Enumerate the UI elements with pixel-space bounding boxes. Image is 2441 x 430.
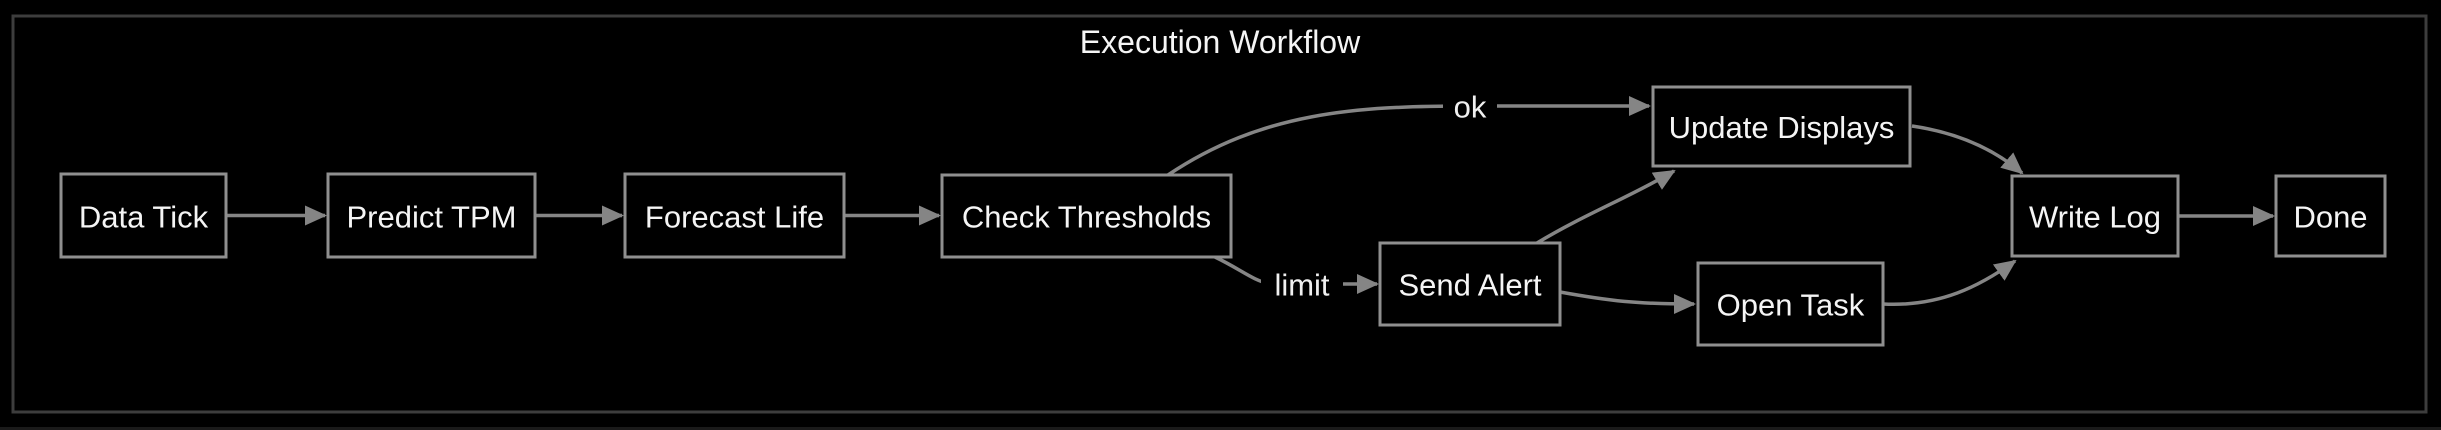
node-open-task-label: Open Task [1717,288,1865,323]
node-write-log: Write Log [2010,174,2180,258]
node-send-alert-label: Send Alert [1398,268,1541,303]
node-done-label: Done [2293,200,2367,235]
edge-send-alert-to-open-task [1559,290,1696,314]
node-send-alert: Send Alert [1378,241,1562,327]
node-forecast-life-box [623,172,846,259]
node-forecast-life-label: Forecast Life [645,200,824,235]
node-data-tick: Data Tick [59,172,228,259]
edge-label-ok: ok [1443,88,1497,125]
diagram-title: Execution Workflow [1080,24,1361,60]
node-update-displays-label: Update Displays [1669,110,1895,145]
node-check-thresholds-box [940,173,1233,259]
edge-label-ok-text: ok [1454,90,1487,125]
node-data-tick-box [59,172,228,259]
node-check-thresholds: Check Thresholds [940,173,1233,259]
node-predict-tpm-box [326,172,537,259]
node-done-box [2274,174,2387,258]
node-update-displays: Update Displays [1651,85,1912,168]
edge-label-limit-text: limit [1274,268,1329,303]
edge-update-displays-to-write-log [1911,124,2024,175]
node-check-thresholds-label: Check Thresholds [962,200,1211,235]
edge-open-task-to-write-log [1882,259,2017,307]
edge-check-thresholds-to-update-displays [1167,96,1651,177]
diagram-border [11,14,2428,414]
node-write-log-box [2010,174,2180,258]
edge-send-alert-to-update-displays [1536,169,1676,245]
node-send-alert-box [1378,241,1562,327]
edge-label-ok-bg [1443,88,1497,125]
node-predict-tpm-label: Predict TPM [347,200,517,235]
node-forecast-life: Forecast Life [623,172,846,259]
node-open-task-box [1696,261,1885,347]
node-done: Done [2274,174,2387,258]
edge-label-limit: limit [1261,266,1343,303]
window-bottom-edge [0,427,2441,430]
node-open-task: Open Task [1696,261,1885,347]
node-write-log-label: Write Log [2029,200,2161,235]
node-predict-tpm: Predict TPM [326,172,537,259]
edge-label-limit-bg [1261,266,1343,303]
node-update-displays-box [1651,85,1912,168]
node-data-tick-label: Data Tick [79,200,209,235]
